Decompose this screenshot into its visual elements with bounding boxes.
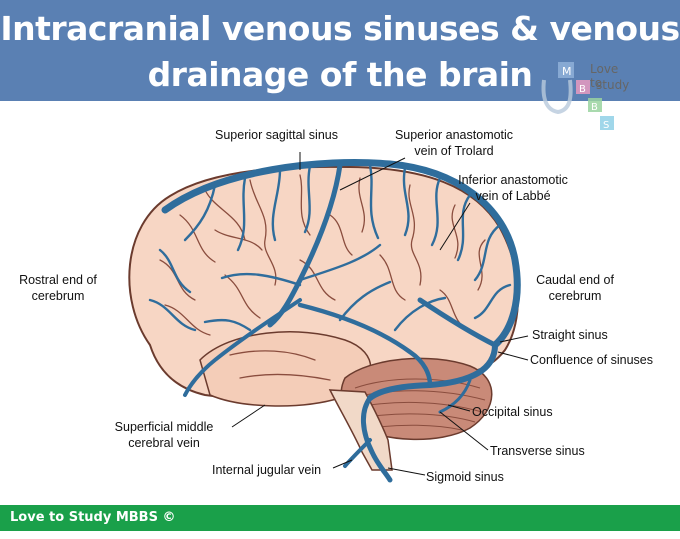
label-rostral-line-2: cerebrum (31, 289, 85, 303)
label-occipital-sinus: Occipital sinus (472, 405, 553, 419)
label-inferior-anastomotic-line-2: vein of Labbé (475, 189, 551, 203)
label-confluence-of-sinuses: Confluence of sinuses (530, 353, 653, 367)
label-straight-sinus: Straight sinus (532, 328, 608, 342)
label-superior-anastomotic-line-1: Superior anastomotic (394, 128, 514, 142)
label-inferior-anastomotic-vein: Inferior anastomotic vein of Labbé (448, 172, 578, 204)
inferior-anastomotic-vein (297, 302, 433, 388)
label-sigmoid-sinus: Sigmoid sinus (426, 470, 504, 484)
page-title: Intracranial venous sinuses & venous dra… (0, 6, 680, 98)
logo-letter-b2: B (591, 102, 598, 113)
footer-banner: Love to Study MBBS © (0, 505, 680, 531)
title-line-1: Intracranial venous sinuses & venous (0, 9, 680, 48)
logo-text-2: study (596, 78, 630, 92)
label-superior-anastomotic-vein: Superior anastomotic vein of Trolard (384, 127, 524, 159)
logo-letter-s: S (603, 120, 609, 131)
label-caudal-line-1: Caudal end of (536, 273, 614, 287)
superior-sagittal-sinus (161, 159, 521, 349)
label-transverse-sinus: Transverse sinus (490, 444, 585, 458)
logo-letter-m: M (562, 65, 572, 78)
label-caudal-end: Caudal end of cerebrum (525, 272, 625, 304)
label-superior-sagittal-sinus: Superior sagittal sinus (215, 128, 338, 142)
label-internal-jugular-vein: Internal jugular vein (212, 463, 322, 477)
logo-letter-b1: B (579, 84, 586, 95)
footer-text: Love to Study MBBS © (10, 510, 176, 525)
label-superficial-middle-line-2: cerebral vein (128, 436, 200, 450)
internal-jugular-vein (343, 438, 372, 468)
straight-sinus (417, 297, 498, 348)
title-line-2: drainage of the brain (147, 55, 533, 94)
label-superficial-middle-cerebral-vein: Superficial middle cerebral vein (100, 419, 228, 451)
stethoscope-icon: M B B S (541, 62, 614, 131)
brain-venous-diagram (128, 152, 529, 483)
sigmoid-sinus (361, 395, 393, 483)
label-rostral-end: Rostral end of cerebrum (8, 272, 108, 304)
label-superficial-middle-line-1: Superficial middle (114, 420, 214, 434)
label-caudal-line-2: cerebrum (548, 289, 602, 303)
label-inferior-anastomotic-line-1: Inferior anastomotic (458, 173, 568, 187)
occipital-sinus (438, 378, 472, 414)
label-rostral-line-1: Rostral end of (19, 273, 97, 287)
title-banner: Intracranial venous sinuses & venous dra… (0, 0, 680, 101)
label-superior-anastomotic-line-2: vein of Trolard (414, 144, 494, 158)
superficial-middle-cerebral-vein (183, 298, 302, 397)
love-to-study-logo: M B B S Love to study (536, 58, 630, 148)
logo-text-1: Love to (590, 62, 619, 90)
